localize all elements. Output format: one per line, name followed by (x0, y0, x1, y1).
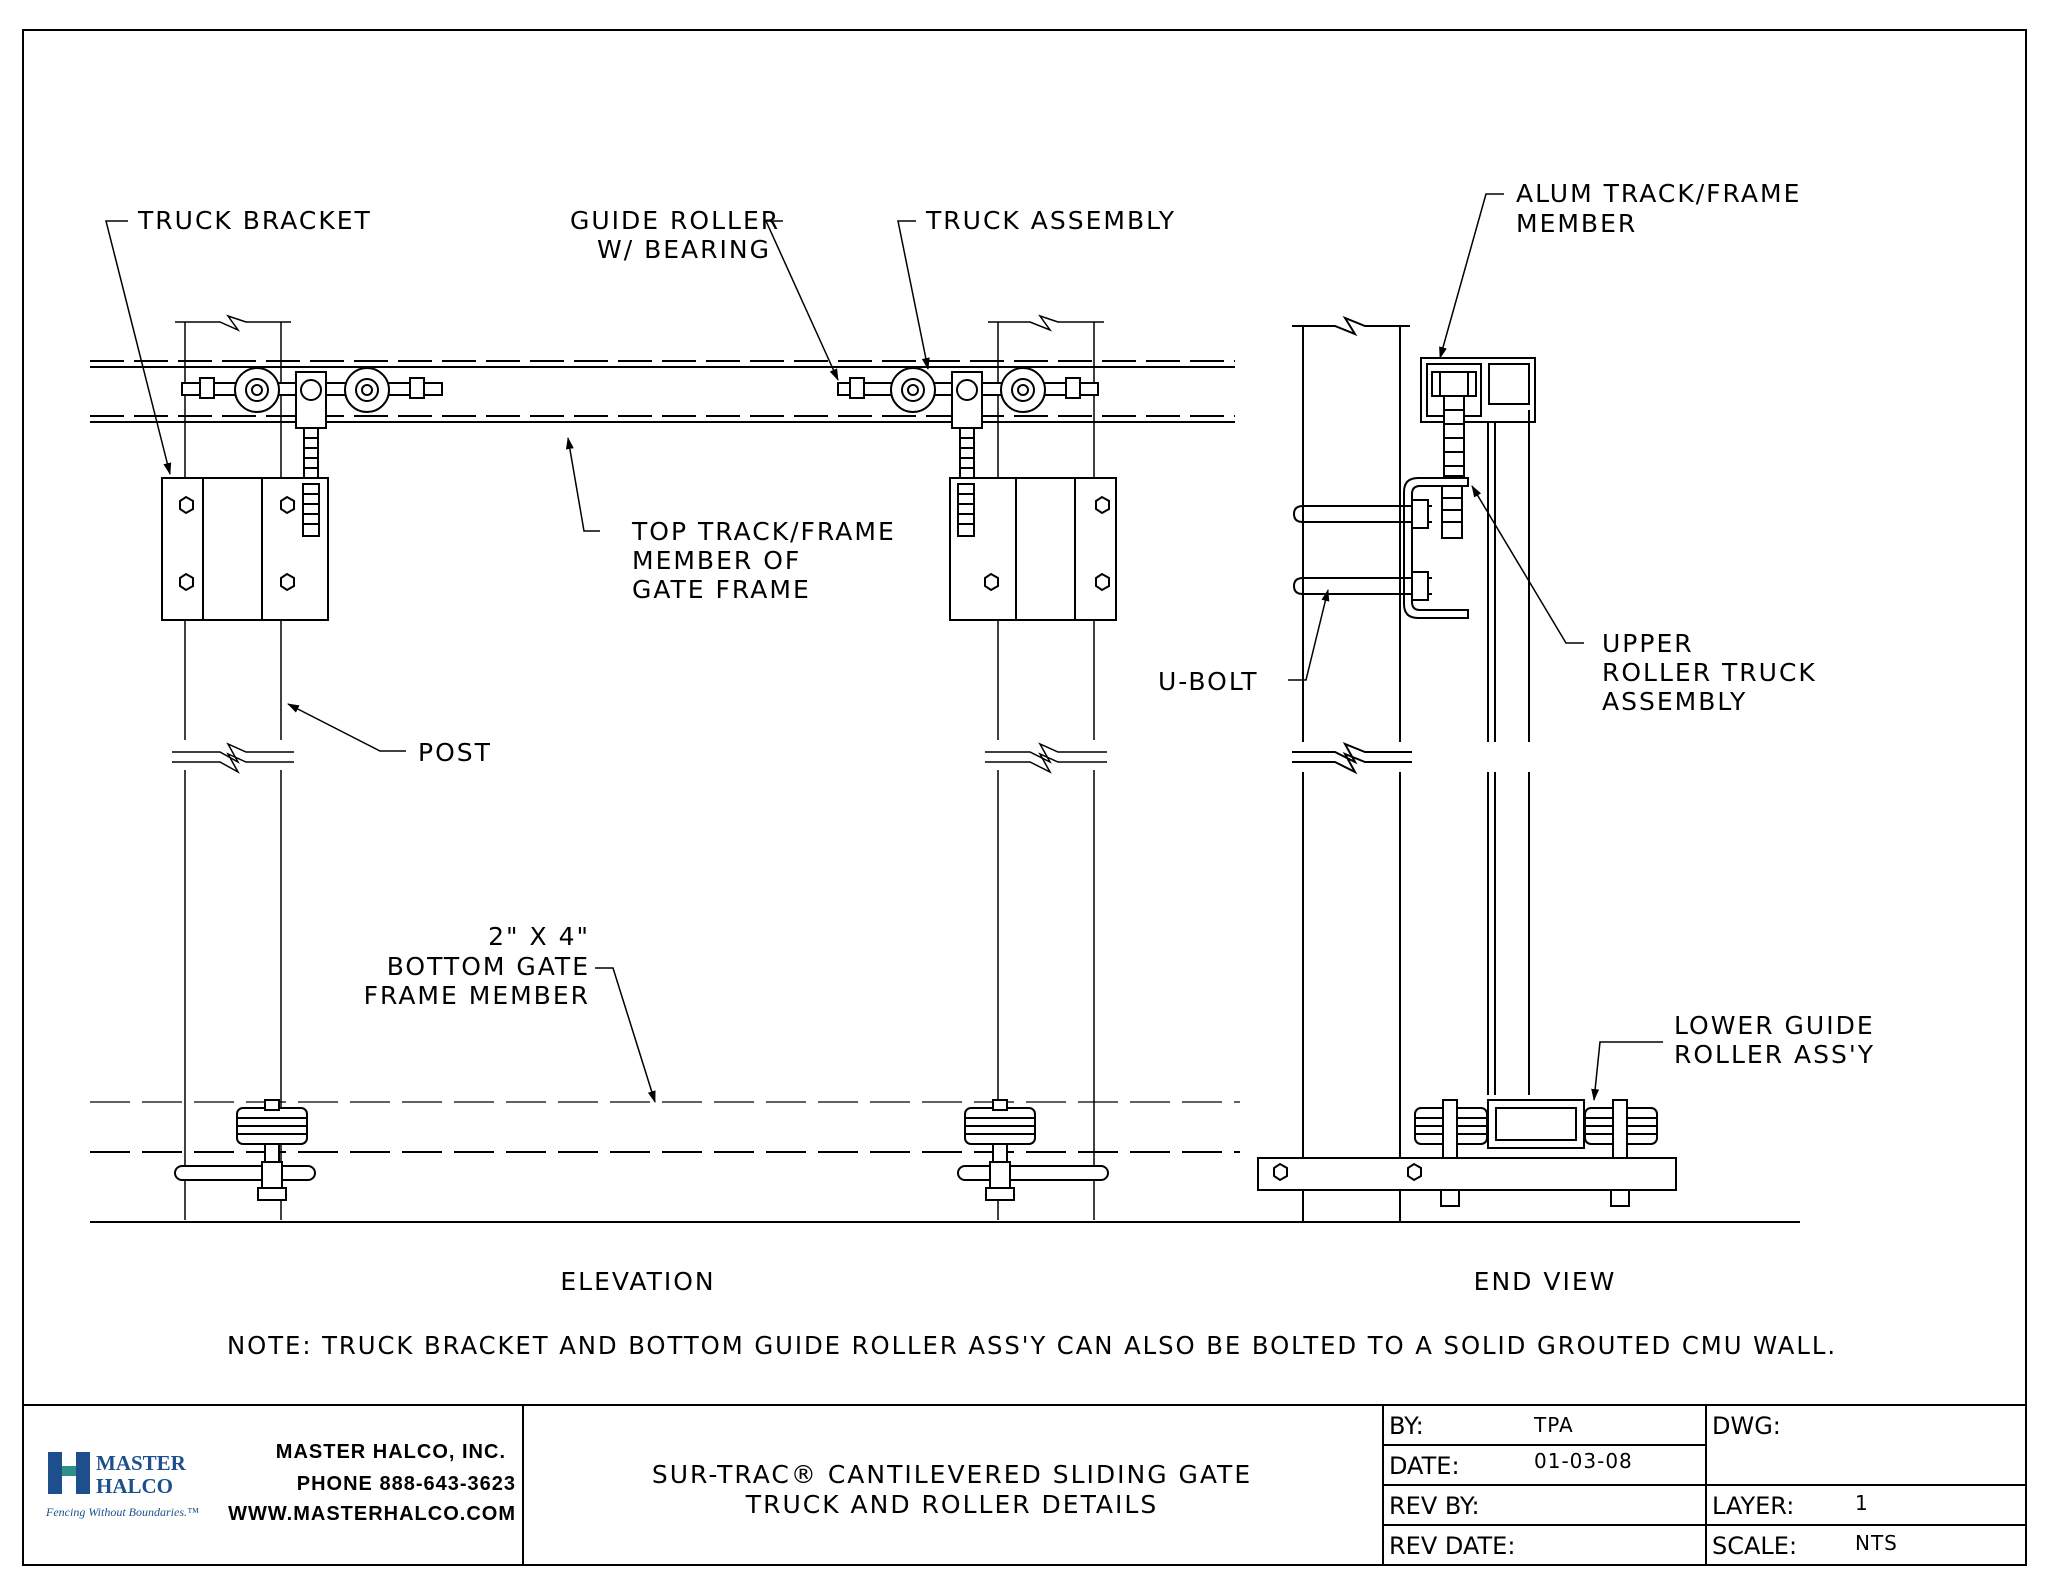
date-label: DATE: (1389, 1452, 1460, 1480)
elevation-view (90, 314, 1800, 1223)
lower-roller-left (174, 1099, 316, 1201)
view-title-elevation: ELEVATION (560, 1267, 715, 1296)
truck-bracket-right (949, 477, 1117, 621)
post-left (172, 314, 294, 1220)
by-value: TPA (1533, 1413, 1574, 1437)
label-guide-roller-2: W/ BEARING (597, 235, 771, 264)
layer-label: LAYER: (1712, 1492, 1794, 1520)
label-top-track-3: GATE FRAME (632, 575, 811, 604)
bottom-gate-frame (90, 1101, 1240, 1153)
label-bottom-member-1: 2" X 4" (488, 922, 590, 951)
label-alum-track-1: ALUM TRACK/FRAME (1516, 179, 1801, 208)
rev-by-label: REV BY: (1389, 1492, 1480, 1520)
label-post: POST (418, 738, 492, 767)
truck-assembly-right (837, 367, 1099, 479)
label-bottom-member-3: FRAME MEMBER (364, 981, 590, 1010)
callout-labels: TRUCK BRACKET GUIDE ROLLER W/ BEARING TR… (137, 179, 1875, 1360)
drawing-title-line1: SUR-TRAC® CANTILEVERED SLIDING GATE (652, 1460, 1252, 1489)
label-upper-roller-2: ROLLER TRUCK (1602, 658, 1817, 687)
rev-date-label: REV DATE: (1389, 1532, 1515, 1560)
leader-lines (105, 193, 1663, 1103)
label-upper-roller-3: ASSEMBLY (1602, 687, 1747, 716)
label-upper-roller-1: UPPER (1602, 629, 1694, 658)
company-website: WWW.MASTERHALCO.COM (228, 1503, 516, 1525)
by-label: BY: (1389, 1412, 1424, 1440)
drawing-title-line2: TRUCK AND ROLLER DETAILS (745, 1490, 1158, 1519)
logo-tagline: Fencing Without Boundaries.™ (45, 1505, 199, 1519)
view-title-end-view: END VIEW (1474, 1267, 1617, 1296)
company-name: MASTER HALCO, INC. (276, 1441, 506, 1463)
label-alum-track-2: MEMBER (1516, 209, 1637, 238)
logo-text-halco: HALCO (96, 1474, 173, 1498)
scale-value: NTS (1855, 1531, 1898, 1555)
label-truck-assembly: TRUCK ASSEMBLY (925, 206, 1176, 235)
label-top-track-2: MEMBER OF (632, 546, 801, 575)
label-lower-guide-1: LOWER GUIDE (1674, 1011, 1875, 1040)
title-block (23, 1404, 2026, 1565)
end-view (1257, 315, 1677, 1222)
label-top-track-1: TOP TRACK/FRAME (631, 517, 896, 546)
truck-assembly-left (181, 367, 443, 479)
dwg-label: DWG: (1712, 1412, 1781, 1440)
logo-text-master: MASTER (96, 1451, 187, 1475)
scale-label: SCALE: (1712, 1532, 1797, 1560)
label-guide-roller-1: GUIDE ROLLER (570, 206, 780, 235)
label-truck-bracket: TRUCK BRACKET (137, 206, 372, 235)
date-value: 01-03-08 (1534, 1449, 1633, 1473)
sheet-border (22, 29, 2027, 1566)
company-phone: PHONE 888-643-3623 (297, 1473, 516, 1495)
label-u-bolt: U-BOLT (1158, 667, 1259, 696)
truck-bracket-left (161, 477, 329, 621)
lower-roller-right (957, 1099, 1109, 1201)
label-bottom-member-2: BOTTOM GATE (387, 952, 590, 981)
drawing-note: NOTE: TRUCK BRACKET AND BOTTOM GUIDE ROL… (227, 1331, 1837, 1360)
post-right (985, 314, 1107, 1220)
label-lower-guide-2: ROLLER ASS'Y (1674, 1040, 1875, 1069)
company-logo: MASTER HALCO Fencing Without Boundaries.… (45, 1451, 199, 1519)
layer-value: 1 (1855, 1491, 1869, 1515)
